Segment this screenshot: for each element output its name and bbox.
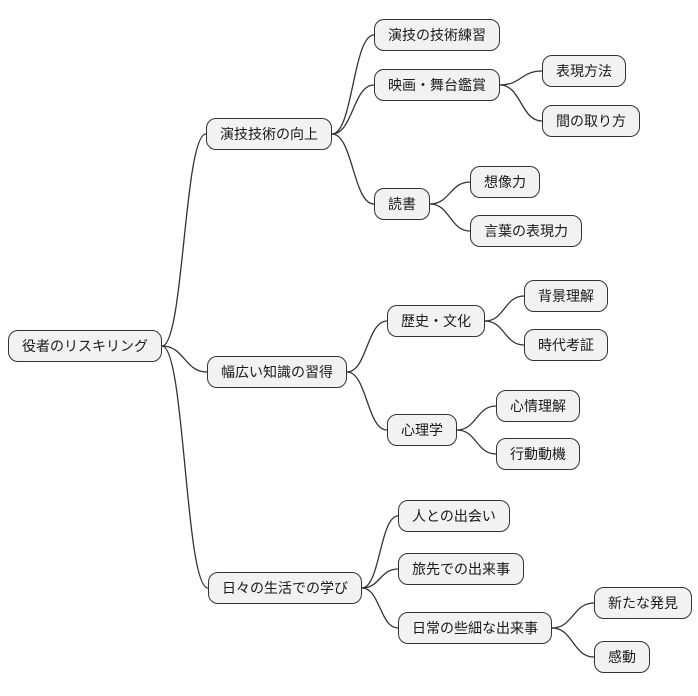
link	[499, 84, 543, 122]
node-reading[interactable]: 読書	[374, 188, 430, 220]
node-film-stage-viewing[interactable]: 映画・舞台鑑賞	[374, 69, 500, 101]
link	[551, 602, 595, 629]
link	[161, 133, 207, 347]
link	[429, 181, 471, 205]
node-history-culture[interactable]: 歴史・文化	[387, 305, 485, 337]
node-psychology[interactable]: 心理学	[387, 414, 457, 446]
node-timing[interactable]: 間の取り方	[542, 105, 640, 137]
node-broad-knowledge[interactable]: 幅広い知識の習得	[207, 356, 347, 388]
node-acting-practice[interactable]: 演技の技術練習	[374, 19, 500, 51]
link	[161, 345, 209, 589]
node-behavior-motivation[interactable]: 行動動機	[496, 438, 580, 470]
node-emotion-understanding[interactable]: 心情理解	[496, 390, 580, 422]
node-background-understanding[interactable]: 背景理解	[524, 280, 608, 312]
link	[361, 568, 399, 589]
link	[346, 371, 388, 431]
node-verbal-expression[interactable]: 言葉の表現力	[470, 215, 582, 247]
link	[456, 429, 497, 455]
node-acting-skill-improvement[interactable]: 演技技術の向上	[206, 118, 332, 150]
link	[551, 627, 595, 658]
node-small-daily-events[interactable]: 日常の些細な出来事	[398, 612, 552, 644]
link	[331, 84, 375, 135]
link	[484, 320, 525, 346]
node-new-discovery[interactable]: 新たな発見	[594, 587, 692, 619]
link	[331, 34, 375, 135]
link	[499, 70, 543, 86]
link	[484, 295, 525, 322]
node-emotion[interactable]: 感動	[594, 641, 650, 673]
link	[161, 345, 208, 373]
node-travel-events[interactable]: 旅先での出来事	[398, 553, 524, 585]
link	[361, 587, 399, 629]
link	[361, 515, 399, 589]
link	[429, 203, 471, 232]
node-period-research[interactable]: 時代考証	[524, 329, 608, 361]
link	[331, 133, 375, 205]
node-imagination[interactable]: 想像力	[470, 166, 540, 198]
node-meeting-people[interactable]: 人との出会い	[398, 500, 510, 532]
node-daily-life-learning[interactable]: 日々の生活での学び	[208, 572, 362, 604]
link	[456, 405, 497, 431]
link	[346, 320, 388, 373]
node-root[interactable]: 役者のリスキリング	[8, 330, 162, 362]
node-expression-method[interactable]: 表現方法	[542, 55, 626, 87]
